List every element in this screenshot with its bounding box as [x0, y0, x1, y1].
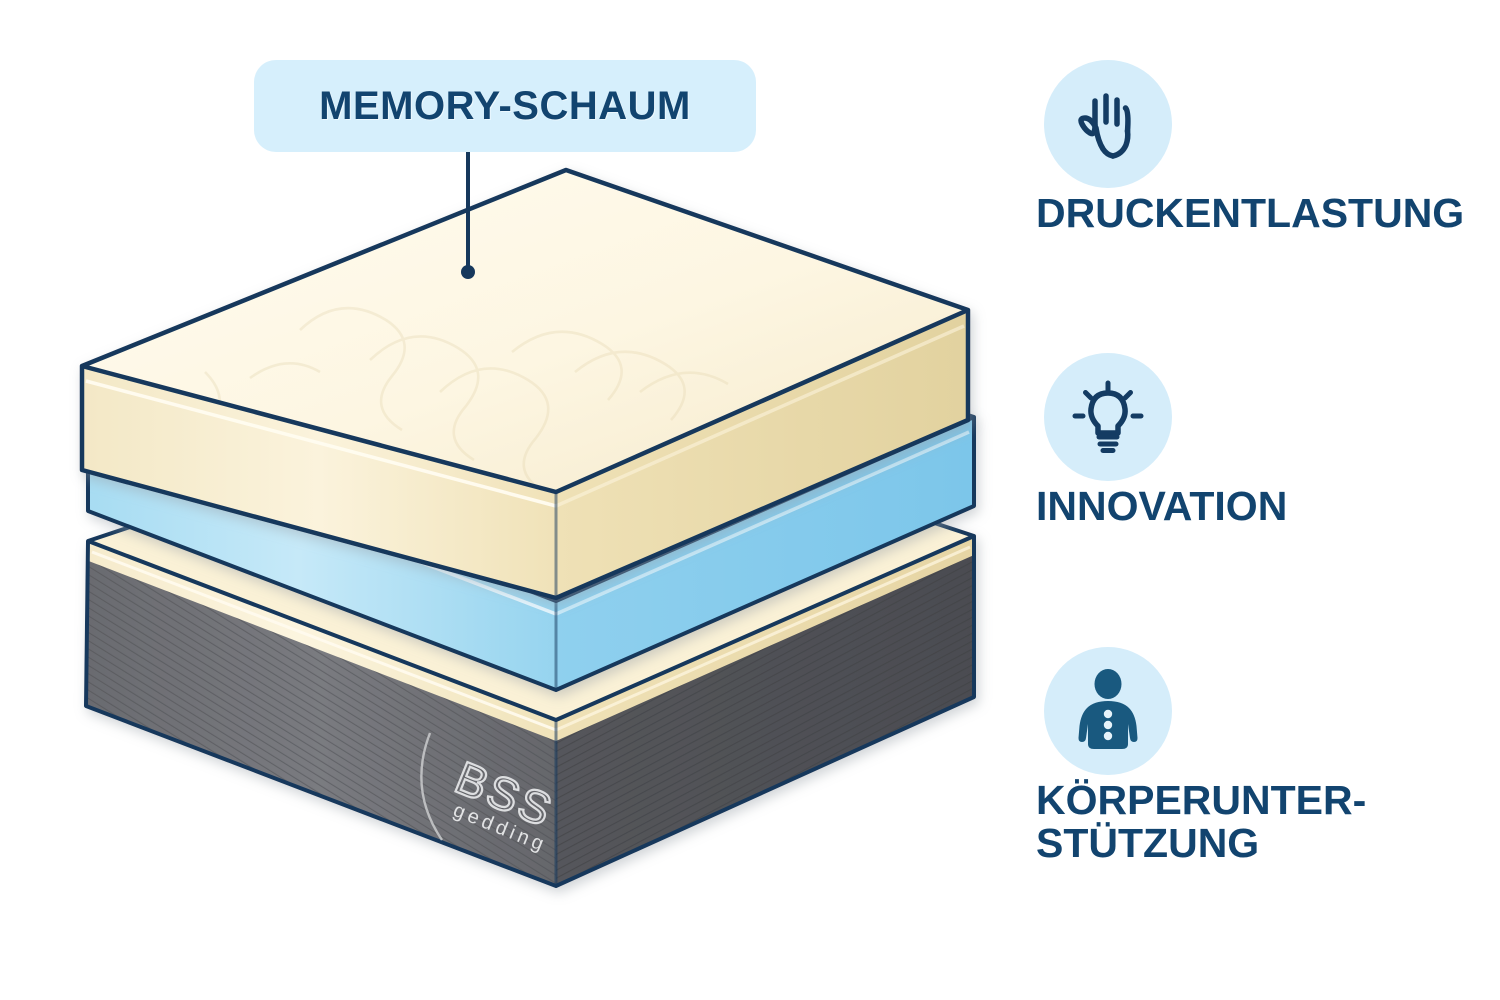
- feature-label-druckentlastung: DRUCKENTLASTUNG: [1036, 190, 1465, 236]
- feature-label-koerperunterstuetzung: KÖRPERUNTER- STÜTZUNG: [1036, 776, 1367, 867]
- blue-foam-right-face: [556, 417, 974, 690]
- feature-koerperunterstuetzung[interactable]: KÖRPERUNTER- STÜTZUNG: [1036, 646, 1500, 867]
- memory-foam-right-face: [556, 310, 968, 598]
- memory-foam-top-face: [82, 170, 968, 492]
- memory-foam-layer: [79, 167, 971, 601]
- person-icon-circle: [1044, 646, 1172, 775]
- memory-foam-left-face: [82, 366, 556, 598]
- mattress-layer-illustration: BSS gedding: [79, 152, 976, 888]
- feature-innovation[interactable]: INNOVATION: [1036, 353, 1500, 528]
- memory-foam-callout-badge[interactable]: MEMORY-SCHAUM: [254, 60, 756, 152]
- callout-label: MEMORY-SCHAUM: [319, 83, 691, 128]
- lightbulb-icon-circle: [1044, 353, 1172, 482]
- memory-foam-outline: [79, 167, 971, 601]
- feature-list: DRUCKENTLASTUNG: [1036, 60, 1500, 878]
- feature-druckentlastung[interactable]: DRUCKENTLASTUNG: [1036, 60, 1500, 235]
- hand-icon-circle: [1044, 60, 1172, 188]
- feature-label-innovation: INNOVATION: [1036, 483, 1288, 530]
- callout-anchor-dot: [461, 265, 475, 279]
- lightbulb-icon: [1072, 380, 1144, 454]
- callout-leader-line: [461, 152, 475, 279]
- person-back-spine-icon: [1078, 668, 1138, 749]
- hand-icon: [1078, 93, 1131, 159]
